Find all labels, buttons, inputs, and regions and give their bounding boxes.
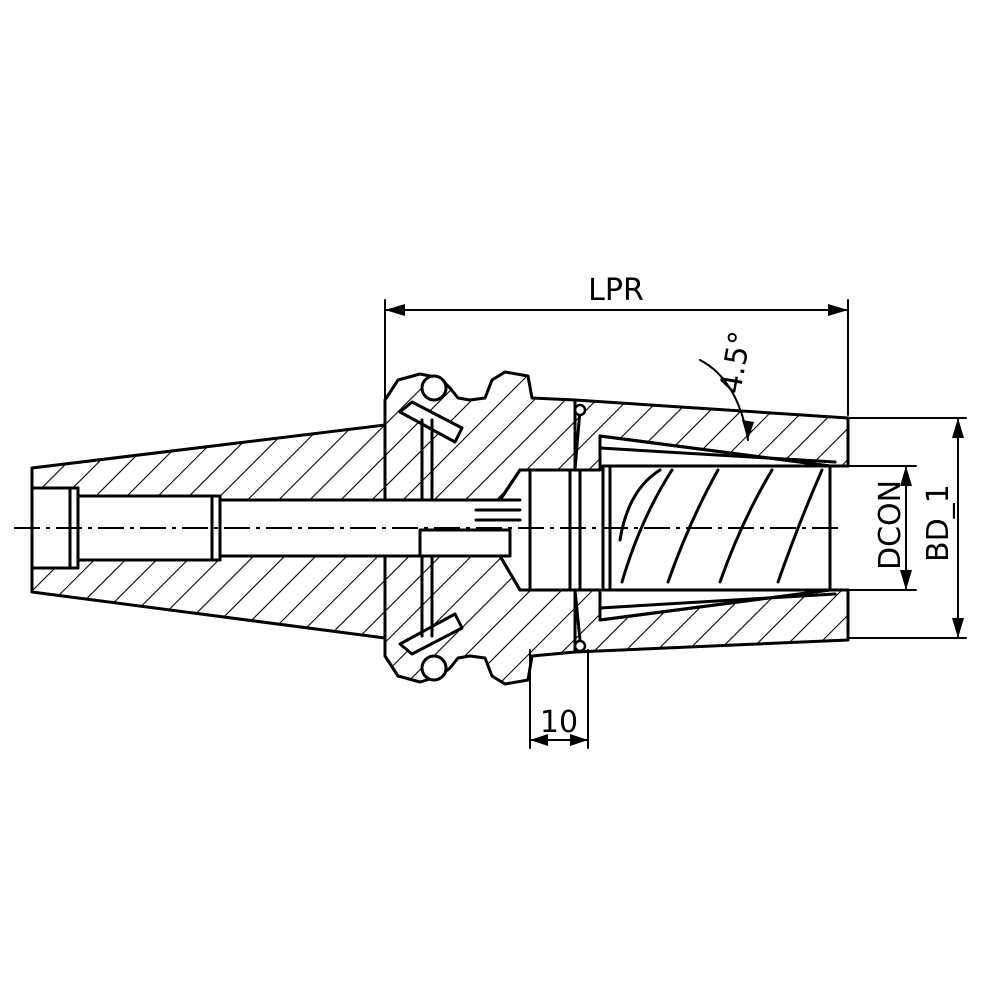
taper-shank-upper <box>30 423 387 502</box>
retention-ball-upper <box>420 374 448 402</box>
flange-lower <box>383 554 577 686</box>
screw-head <box>518 468 582 592</box>
collet-inner-taper-lower <box>598 588 832 622</box>
screw-shaft <box>418 528 512 558</box>
flange-pin-lines <box>420 418 434 638</box>
shank-bore-step-2 <box>210 494 222 562</box>
dcon-label: DCON <box>873 480 908 570</box>
angle-label: 4.5° <box>713 329 758 397</box>
retention-ball-lower <box>420 654 448 682</box>
spiral-groove-4 <box>776 468 824 584</box>
spiral-groove-1 <box>618 468 674 584</box>
dimension-gap: 10 <box>529 649 589 749</box>
front-cone-lower <box>573 588 850 654</box>
o-ring-upper <box>573 403 587 417</box>
flange-upper <box>383 370 577 502</box>
front-cone <box>573 398 850 654</box>
taper-shank <box>30 423 387 640</box>
screw-thread <box>474 498 522 522</box>
screw-head-chamfer <box>498 468 522 592</box>
clamping-screw <box>418 403 587 653</box>
bd-label: BD_1 <box>921 484 956 562</box>
spiral-groove-3 <box>718 468 774 584</box>
dimension-bd: BD_1 <box>847 417 967 639</box>
gap-ring <box>573 408 582 642</box>
collet-inner-taper-upper-2 <box>598 446 837 464</box>
spiral-groove-2 <box>666 468 720 584</box>
taper-shank-lower <box>30 554 387 640</box>
dimension-dcon: DCON <box>847 465 917 591</box>
collet-inner-taper-upper <box>598 434 832 468</box>
collet-inner-taper-lower-2 <box>598 592 837 610</box>
o-ring-lower <box>573 639 587 653</box>
gap-label: 10 <box>540 705 578 740</box>
lpr-label: LPR <box>588 273 644 308</box>
screw-head-inner <box>528 468 572 592</box>
dimension-lpr: LPR <box>384 273 849 416</box>
flange <box>383 370 577 686</box>
